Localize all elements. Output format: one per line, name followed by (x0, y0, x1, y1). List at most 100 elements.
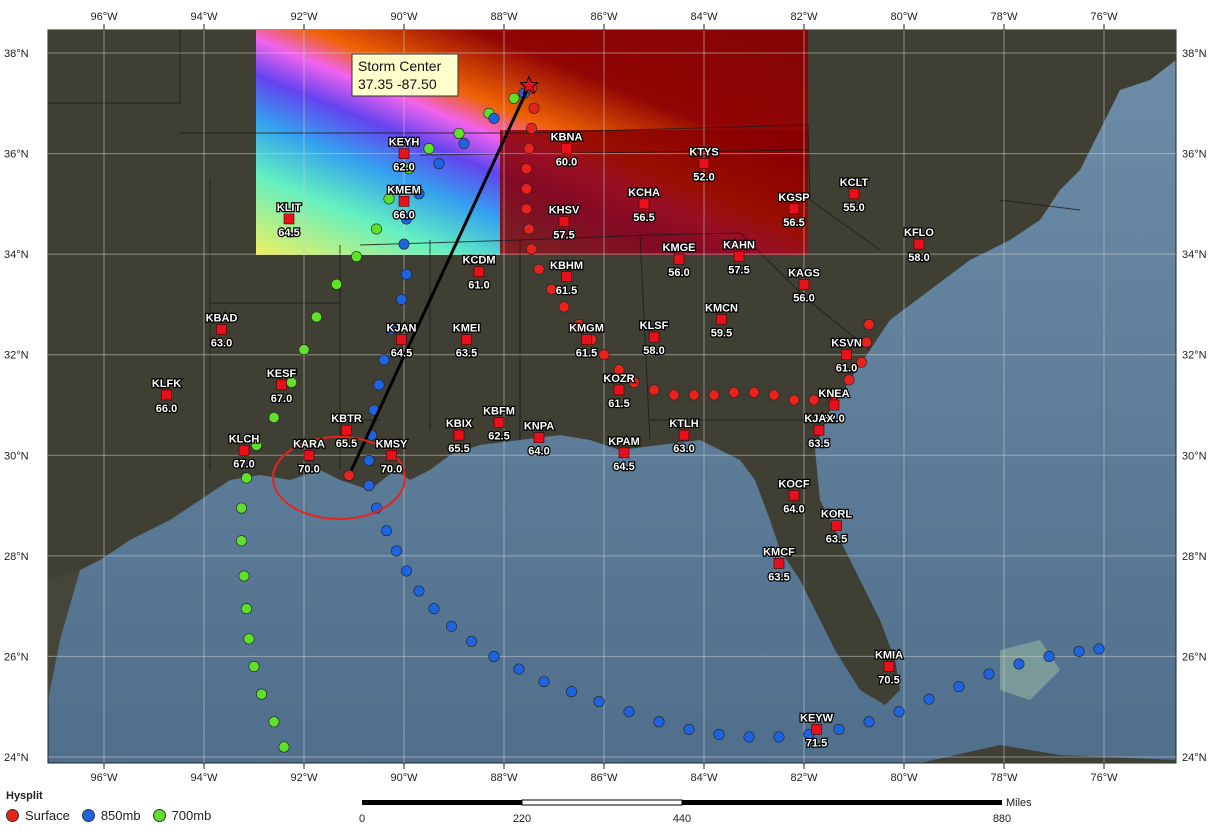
trajectory-700mb-point (268, 716, 280, 728)
trajectory-850mb-point (395, 293, 407, 305)
station-code: KESF (267, 368, 297, 380)
station-code: KCHA (628, 187, 660, 199)
trajectory-850mb-point (400, 213, 412, 225)
station-marker (773, 558, 785, 569)
lat-tick-label: 24°N (4, 752, 29, 764)
lat-ticks-left: 38°N36°N34°N32°N30°N28°N26°N24°N (4, 48, 29, 764)
station-value: 55.0 (843, 202, 864, 214)
station-marker (581, 334, 592, 345)
trajectory-surface-point (613, 364, 625, 376)
station-value: 64.5 (391, 348, 412, 360)
legend-dot-icon (152, 809, 166, 822)
station-code: KBAD (206, 313, 238, 325)
station-marker (341, 424, 352, 436)
station-marker (303, 449, 315, 461)
station-marker (883, 661, 895, 672)
station-code: KORL (821, 509, 852, 521)
station-value: 67.0 (271, 393, 292, 405)
lat-tick-label: 32°N (4, 350, 29, 362)
lon-tick-label: 84°W (690, 772, 718, 784)
legend-item-0: Surface (6, 808, 70, 823)
scale-label-0: 0 (359, 813, 365, 825)
lat-tick-label: 36°N (4, 149, 29, 161)
station-code: KFLO (904, 227, 934, 239)
trajectory-850mb-point (458, 138, 470, 150)
station-code: KMGE (663, 242, 696, 254)
trajectory-700mb-point (298, 344, 310, 356)
lat-tick-label: 28°N (1182, 551, 1207, 563)
state-borders (48, 30, 1081, 470)
trajectory-surface (343, 82, 875, 481)
trajectory-850mb-point (953, 681, 965, 693)
trajectory-850mb-point (713, 728, 725, 740)
station-value: 64.5 (613, 461, 634, 473)
station-code: KLSF (640, 320, 669, 332)
legend-dot-icon (81, 809, 95, 822)
trajectory-850mb-point (465, 635, 477, 647)
station-code: KEYW (800, 712, 834, 724)
lon-tick-label: 82°W (790, 11, 818, 23)
legend-label: 700mb (171, 808, 212, 823)
lon-tick-label: 78°W (990, 772, 1018, 784)
station-value: 65.5 (448, 443, 469, 455)
lon-tick-label: 94°W (190, 772, 218, 784)
station-marker (238, 444, 250, 456)
scale-label-880: 880 (993, 813, 1011, 825)
station-value: 52.0 (693, 172, 714, 184)
trajectory-surface-point (728, 386, 740, 398)
station-marker (216, 324, 227, 335)
station-kesf: KESF 67.0 (266, 367, 298, 407)
station-code: KBFM (483, 406, 515, 418)
station-value: 63.5 (826, 534, 847, 546)
station-marker (716, 314, 727, 325)
station-value: 71.5 (806, 737, 827, 749)
lon-tick-label: 90°W (390, 772, 418, 784)
station-marker (788, 203, 800, 215)
station-code: KMCN (705, 303, 738, 315)
trajectory-700mb-point (241, 603, 253, 615)
station-marker (461, 334, 472, 345)
trajectory-850mb-point (893, 706, 905, 718)
storm-track-line (347, 85, 531, 477)
trajectory-surface-point (843, 374, 855, 386)
station-code: KMCF (763, 546, 795, 558)
trajectory-850mb-point (400, 565, 412, 577)
trajectory-surface-point (520, 183, 532, 195)
station-marker (831, 520, 842, 531)
station-marker (283, 213, 295, 225)
trajectory-850mb-point (413, 188, 425, 200)
trajectory-surface-point (708, 389, 720, 401)
station-value: 61.0 (468, 280, 489, 292)
trajectory-850mb-point (683, 723, 695, 735)
station-marker (648, 331, 660, 343)
lon-tick-label: 76°W (1090, 11, 1118, 23)
station-korl: KORL 63.5 (820, 507, 854, 547)
trajectory-surface-point (598, 349, 610, 361)
station-marker (453, 429, 465, 441)
station-value: 67.0 (233, 458, 254, 470)
trajectory-850mb-point (653, 716, 665, 728)
station-value: 56.0 (793, 292, 814, 304)
station-code: KBNA (551, 132, 583, 144)
station-code: KCLT (840, 177, 869, 189)
station-code: KMEI (453, 323, 481, 335)
trajectory-surface-point (523, 143, 535, 155)
station-value: 66.0 (393, 209, 414, 221)
lon-tick-label: 96°W (90, 772, 118, 784)
lat-tick-label: 34°N (4, 249, 29, 261)
trajectory-700mb-point (238, 570, 250, 582)
lat-tick-label: 26°N (4, 651, 29, 663)
station-marker (698, 158, 710, 169)
scale-label-440: 440 (673, 813, 691, 825)
station-code: KLIT (277, 202, 302, 214)
station-value: 63.0 (211, 338, 232, 350)
station-value: 66.0 (156, 403, 177, 415)
